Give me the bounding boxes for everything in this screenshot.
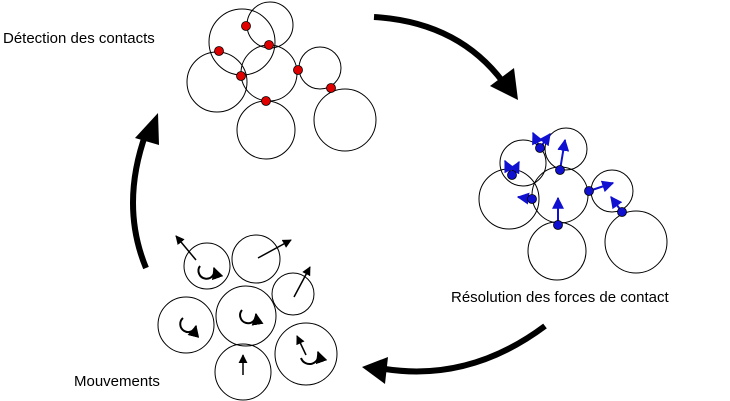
rotation-arrows [179, 265, 328, 365]
cluster-mouvements [157, 234, 338, 401]
cluster-contact-detection [186, 1, 377, 160]
label-force-resolution: Résolution des forces de contact [451, 289, 669, 306]
label-mouvements: Mouvements [74, 373, 160, 390]
label-contact-detection: Détection des contacts [3, 30, 155, 47]
contact-points [214, 21, 336, 106]
cycle-arrow-mouvements-to-detection [130, 113, 159, 270]
force-points [507, 143, 627, 230]
cluster-force-resolution [478, 127, 668, 281]
cycle-arrow-resolution-to-mouvements [362, 323, 547, 384]
cycle-arrow-detection-to-resolution [373, 14, 518, 100]
velocity-arrows [175, 235, 311, 375]
force-vectors [504, 131, 623, 225]
